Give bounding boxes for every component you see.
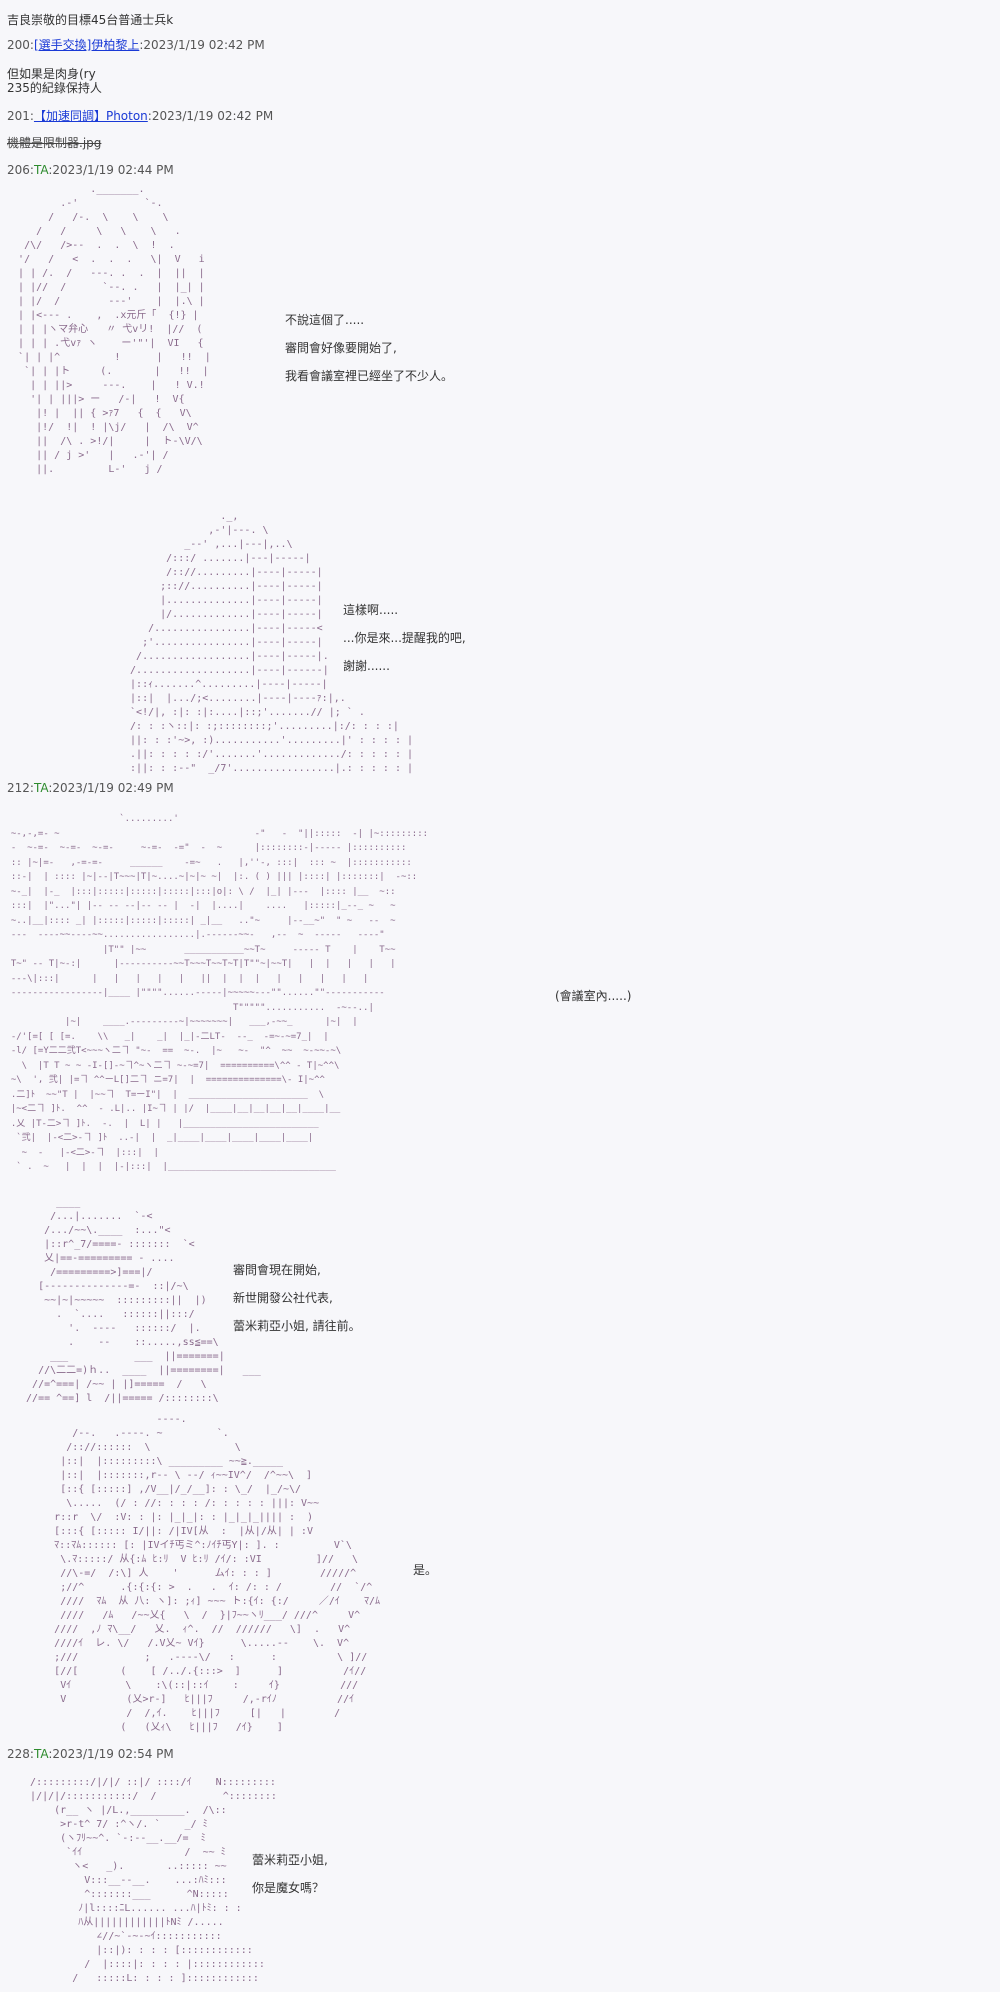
- ascii-art-meeting-room: `.........' ~-,-,=- ~ -" - "||::::: -| |…: [10, 814, 429, 1172]
- post-datetime: 2023/1/19 02:54 PM: [52, 1747, 174, 1761]
- post-body-200-line-2: 235的紀錄保持人: [7, 81, 102, 95]
- post-number: 200: [7, 38, 30, 52]
- post-datetime: 2023/1/19 02:42 PM: [151, 109, 274, 123]
- ascii-art-character-glasses: /:::::::::/|/|/ ::|/ ::::/ｲ N::::::::: |…: [30, 1777, 277, 1984]
- ascii-art-officer: ____ /...|....... `-< /.../~~\.____ :...…: [26, 1197, 261, 1404]
- post-datetime: 2023/1/19 02:42 PM: [143, 38, 265, 52]
- ascii-art-character-portrait: ._______. .-' `-. / /-. \ \ \ / / \ \ \ …: [18, 184, 211, 475]
- post-body-200-line-1: 但如果是肉身(ry: [7, 67, 96, 81]
- post-header-228: 228:TA:2023/1/19 02:54 PM: [7, 1747, 174, 1761]
- post-number: 206: [7, 163, 30, 177]
- post-header-206: 206:TA:2023/1/19 02:44 PM: [7, 163, 174, 177]
- post-number: 228: [7, 1747, 30, 1761]
- poster-name-link[interactable]: 【加速同調】Photon: [33, 109, 148, 123]
- poster-name: TA: [33, 163, 49, 177]
- post-number: 212: [7, 781, 30, 795]
- post-body-201-strikethrough: 機體是限制器.jpg: [7, 136, 102, 150]
- post-header-200: 200:[選手交換]伊柏黎上:2023/1/19 02:42 PM: [7, 38, 265, 52]
- post-number: 201: [7, 109, 30, 123]
- dialog-block-206-2: 這樣啊..... ...你是來...提醒我的吧, 謝謝......: [343, 603, 466, 673]
- ascii-art-character-back: ._, ,-'|---. \ _--' ,...|---|,..\ /:::/ …: [130, 511, 414, 774]
- poster-name-link[interactable]: [選手交換]伊柏黎上: [33, 38, 140, 52]
- post-header-212: 212:TA:2023/1/19 02:49 PM: [7, 781, 174, 795]
- dialog-block-228-1: 蕾米莉亞小姐, 你是魔女嗎？: [252, 1853, 328, 1895]
- post-datetime: 2023/1/19 02:49 PM: [52, 781, 174, 795]
- poster-name: TA: [33, 1747, 49, 1761]
- dialog-block-212-2: 審問會現在開始, 新世開發公社代表, 蕾米莉亞小姐, 請往前。: [233, 1263, 361, 1333]
- dialog-block-206-1: 不說這個了..... 審問會好像要開始了, 我看會議室裡已經坐了不少人。: [285, 313, 454, 383]
- dialog-block-212-1: (會議室內.....): [555, 989, 632, 1003]
- post-datetime: 2023/1/19 02:44 PM: [52, 163, 174, 177]
- ascii-art-remilia: ----. /--. .----. ~ `. /:://:::::: \ \ |…: [54, 1414, 381, 1733]
- poster-name: TA: [33, 781, 49, 795]
- dialog-block-212-3: 是。: [413, 1563, 438, 1577]
- post-header-201: 201:【加速同調】Photon:2023/1/19 02:42 PM: [7, 109, 274, 123]
- intro-text: 吉良崇敬的目標45台普通士兵k: [7, 13, 174, 27]
